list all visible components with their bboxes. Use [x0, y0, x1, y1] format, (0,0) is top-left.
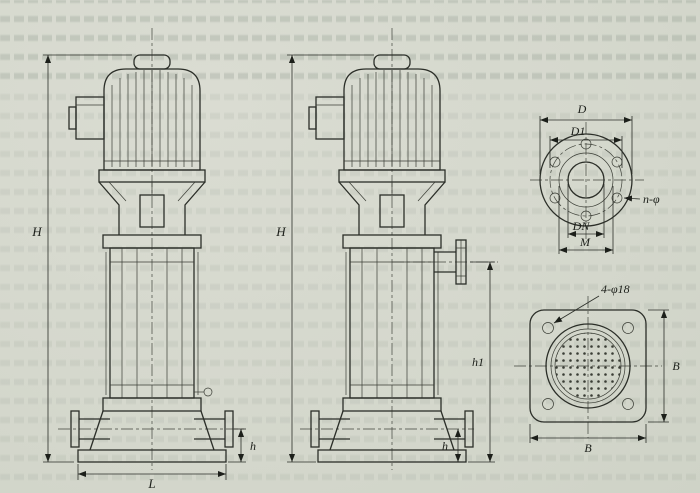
flange-top-view: D D1 DN M n-φ: [530, 102, 660, 254]
dim-label-H-center: H: [275, 224, 286, 239]
drain-plug-icon: [203, 387, 213, 397]
dim-label-DN: DN: [572, 219, 591, 233]
dim-h1-center: h1: [468, 261, 495, 463]
base-plate-view: 4-φ18 B B: [514, 282, 680, 455]
left-pump-view: H L h: [31, 28, 256, 491]
suction-ring-inner: [550, 328, 626, 404]
dim-H-left: H: [31, 54, 132, 463]
flange-outer-circle: [539, 133, 633, 227]
callout-corner-holes: 4-φ18: [553, 282, 630, 324]
callout-label-n-phi: n-φ: [643, 192, 660, 206]
strainer-perforations: [554, 332, 622, 400]
dim-label-L-left: L: [147, 476, 155, 491]
raised-face-circle: [558, 152, 614, 208]
dim-label-h1-center: h1: [472, 355, 484, 369]
callout-label-corner-holes: 4-φ18: [601, 282, 630, 296]
dim-label-h-left: h: [250, 439, 256, 453]
dim-label-D: D: [577, 102, 587, 116]
dim-B-right: B: [648, 309, 680, 423]
dim-H-center: H: [275, 54, 374, 463]
discharge-pipe: [434, 239, 467, 285]
dim-M: M: [558, 186, 614, 254]
center-pump-body: [308, 54, 474, 463]
center-pump-view: H h1 h: [275, 28, 498, 470]
dim-DN: DN: [567, 184, 605, 238]
dim-h-left: h: [228, 428, 256, 463]
dim-label-B-right: B: [672, 359, 680, 373]
dim-label-M: M: [579, 235, 591, 249]
base-plate-outline: [529, 309, 647, 423]
anchor-bolt-holes: [542, 322, 634, 410]
dim-B-bottom: B: [529, 424, 647, 455]
dim-label-h-center: h: [442, 439, 448, 453]
dim-label-H-left: H: [31, 224, 42, 239]
dim-D: D: [539, 102, 633, 174]
callout-n-phi: n-φ: [623, 192, 660, 206]
bore-circle: [567, 161, 605, 199]
suction-ring-outer: [545, 323, 631, 409]
dim-label-D1: D1: [570, 124, 586, 138]
left-pump-body: [68, 54, 234, 463]
dim-D1: D1: [549, 124, 623, 168]
dim-L-left: L: [77, 464, 227, 491]
dim-label-B-bottom: B: [584, 441, 592, 455]
dim-h-center: h: [442, 429, 462, 462]
bolt-circle: [549, 143, 623, 217]
